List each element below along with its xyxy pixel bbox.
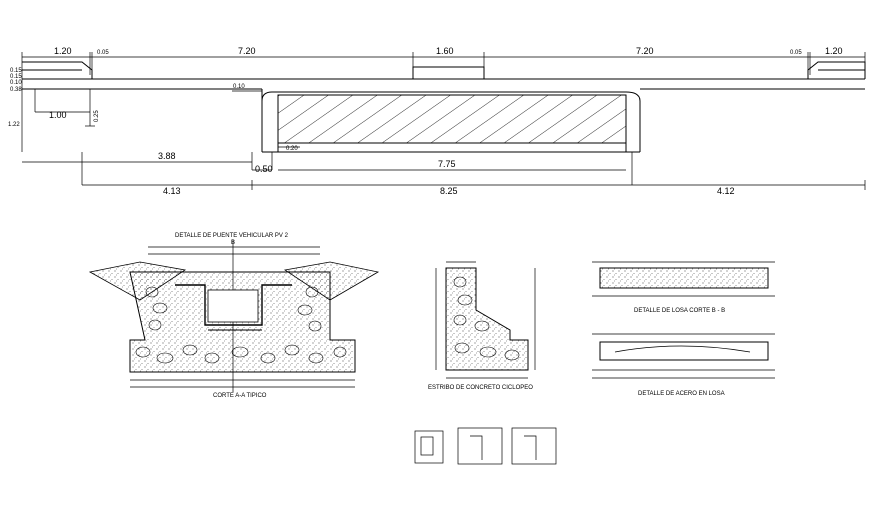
dim-4-12: 4.12: [717, 186, 735, 196]
dim-left-4: 0.38: [10, 87, 22, 93]
dim-top-5: 7.20: [636, 46, 654, 56]
dim-left-3: 0.10: [10, 80, 22, 86]
dim-top-7: 1.20: [825, 46, 843, 56]
dim-0-25: 0.25: [94, 110, 100, 122]
dim-8-25: 8.25: [440, 186, 458, 196]
dim-3-88: 3.88: [158, 151, 176, 161]
dim-4-13: 4.13: [163, 186, 181, 196]
bridge-detail: DETALLE DE PUENTE VEHICULAR PV 2 B CORTE…: [88, 233, 380, 399]
small-details: [414, 427, 557, 465]
detail-title: DETALLE DE PUENTE VEHICULAR PV 2: [175, 233, 289, 239]
slab-details: DETALLE DE LOSA CORTE B - B DETALLE DE A…: [592, 261, 775, 397]
dim-top-4: 1.60: [436, 46, 454, 56]
dim-0-10: 0.10: [233, 84, 245, 90]
losa-corte-label: DETALLE DE LOSA CORTE B - B: [634, 308, 725, 314]
estribo-label: ESTRIBO DE CONCRETO CICLOPEO: [428, 385, 533, 391]
dim-left-1: 0.15: [10, 68, 22, 74]
dim-0-50: 0.50: [255, 164, 273, 174]
dim-0-20: 0.20: [286, 146, 298, 152]
dim-top-1: 1.20: [54, 46, 72, 56]
estribo-detail: ESTRIBO DE CONCRETO CICLOPEO: [428, 261, 536, 391]
acero-losa-label: DETALLE DE ACERO EN LOSA: [638, 391, 725, 397]
dim-left-5: 1.22: [8, 122, 20, 128]
dim-1-00: 1.00: [49, 110, 67, 120]
dim-top-3: 7.20: [238, 46, 256, 56]
longitudinal-section: 1.20 0.05 7.20 1.60 7.20 0.05 1.20 0.15 …: [8, 46, 866, 196]
dim-top-6: 0.05: [790, 50, 802, 56]
dim-7-75: 7.75: [438, 159, 456, 169]
dim-top-2: 0.05: [97, 50, 109, 56]
dim-left-2: 0.15: [10, 74, 22, 80]
corte-label: CORTE A-A TIPICO: [213, 393, 267, 399]
